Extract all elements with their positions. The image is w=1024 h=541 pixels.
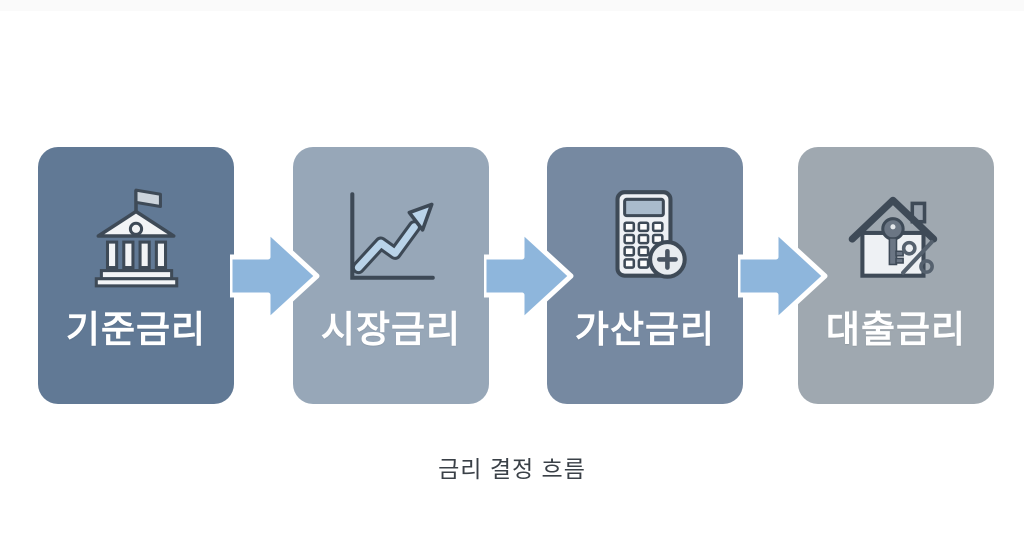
step-market-rate: 시장금리 — [293, 147, 489, 404]
arrow-icon — [738, 228, 828, 324]
bank-icon — [77, 181, 195, 293]
arrow-icon — [484, 228, 574, 324]
step-spread-rate: 가산금리 — [547, 147, 743, 404]
top-strip — [0, 0, 1024, 11]
step-base-rate: 기준금리 — [38, 147, 234, 404]
step-loan-rate: 대출금리 — [798, 147, 994, 404]
house-key-percent-icon — [837, 181, 955, 293]
arrow-icon — [230, 228, 320, 324]
step-label: 가산금리 — [574, 309, 716, 350]
step-label: 시장금리 — [320, 309, 462, 350]
step-label: 기준금리 — [65, 309, 207, 350]
calculator-plus-icon — [586, 181, 704, 293]
step-label: 대출금리 — [825, 309, 967, 350]
diagram-caption: 금리 결정 흐름 — [438, 456, 586, 482]
chart-rising-icon — [332, 181, 450, 293]
